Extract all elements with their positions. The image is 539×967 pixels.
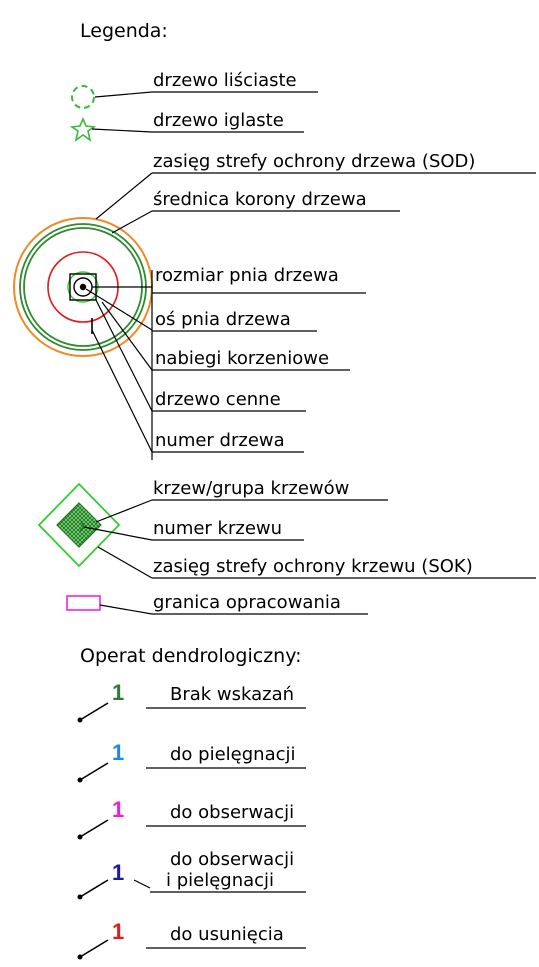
leader-line [95,172,153,220]
leader-line [85,288,153,331]
label-trunk-size: rozmiar pnia drzewa [155,265,339,286]
survey-item: 1 Brak wskazań [77,680,306,723]
leader-line [97,546,153,579]
condition-number: 1 [112,740,124,765]
label-shrub-number: numer krzewu [153,518,282,539]
label-deciduous-tree: drzewo liściaste [153,70,297,91]
leader-line [91,128,153,133]
deciduous-tree-icon [71,85,95,109]
leader-line [95,499,153,523]
label-valuable-tree: drzewo cenne [155,389,281,410]
survey-item: 1 do usunięcia [77,919,306,960]
leader-line [91,329,153,453]
survey-label: do pielęgnacji [170,744,296,765]
leader-line [99,604,153,615]
survey-label-line2: i pielęgnacji [166,870,274,891]
condition-number: 1 [112,860,124,885]
shrub-protection-zone-diamond [37,482,121,568]
survey-label: do obserwacji [170,802,294,823]
coniferous-tree-icon [69,116,97,142]
label-study-boundary: granica opracowania [153,592,341,613]
label-tree-number: numer drzewa [155,430,285,451]
label-root-flares: nabiegi korzeniowe [155,348,329,369]
condition-number: 1 [112,919,124,944]
leader-line [83,526,153,541]
label-coniferous-tree: drzewo iglaste [153,110,284,131]
label-tree-protection-zone: zasięg strefy ochrony drzewa (SOD) [153,151,475,172]
legend-heading: Legenda: [80,20,168,42]
label-shrub-protection-zone: zasięg strefy ochrony krzewu (SOK) [153,556,473,577]
leader-line [101,301,153,371]
label-crown-diameter: średnica korony drzewa [153,189,367,210]
condition-number: 1 [112,680,124,705]
survey-heading: Operat dendrologiczny: [80,645,302,667]
trunk-axis-dot [79,283,87,291]
survey-label: do obserwacji [170,849,294,870]
leader-line [111,210,153,234]
shrub-group-icon [56,502,102,548]
label-shrub-group: krzew/grupa krzewów [153,478,349,499]
leader-line [95,299,153,412]
survey-item: 1 do pielęgnacji [77,740,306,783]
survey-item: 1 do obserwacji [77,797,306,840]
survey-label: do usunięcia [170,924,284,945]
label-trunk-axis: oś pnia drzewa [155,309,291,330]
condition-number: 1 [112,797,124,822]
survey-label: Brak wskazań [170,684,294,705]
survey-item: 1 do obserwacji i pielęgnacji [77,849,306,900]
study-boundary-swatch [66,595,101,611]
leader-line [94,91,153,98]
